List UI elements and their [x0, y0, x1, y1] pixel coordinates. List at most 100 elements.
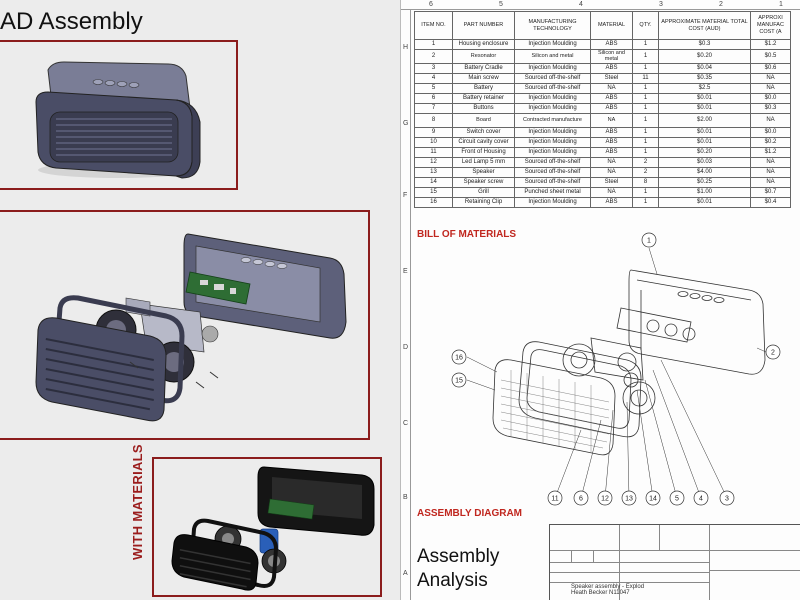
bom-cell: 16 [414, 197, 453, 208]
title-block-cell [572, 551, 594, 563]
bom-cell: Contracted manufacture [514, 113, 591, 128]
bom-cell: 8 [632, 177, 659, 188]
title-block-footer: Speaker assembly - Explod Heath Becker N… [571, 584, 644, 596]
row-marker: H [403, 44, 409, 51]
bom-section-label: BILL OF MATERIALS [417, 229, 517, 240]
bill-of-materials-table: ITEM NO. PART NUMBER MANUFACTURING TECHN… [414, 11, 791, 208]
column-marker: 1 [779, 1, 783, 8]
bom-cell: 1 [632, 113, 659, 128]
bom-cell: $0.0 [750, 93, 791, 104]
bom-cell: 11 [632, 73, 659, 84]
bom-cell: 9 [414, 127, 453, 138]
bom-cell: Injection Moulding [514, 103, 591, 114]
bom-cell: ABS [590, 39, 633, 50]
column-marker: 2 [719, 1, 723, 8]
column-marker: 3 [659, 1, 663, 8]
title-block-cell [620, 583, 710, 600]
row-marker: D [403, 344, 409, 351]
balloon [669, 490, 685, 506]
column-marker: 5 [499, 1, 503, 8]
balloon [451, 372, 467, 388]
balloon [719, 490, 735, 506]
bom-cell: Silicon and metal [514, 49, 591, 64]
bom-cell: 8 [414, 113, 453, 128]
bom-cell: Injection Moulding [514, 147, 591, 158]
bom-cell: NA [750, 167, 791, 178]
title-block-cell [620, 563, 710, 573]
bom-cell: $0.01 [658, 137, 751, 148]
bom-cell: 11 [414, 147, 453, 158]
bom-cell: Led Lamp 5 mm [452, 157, 515, 168]
bom-cell: $0.25 [658, 177, 751, 188]
poster-title: AD Assembly [0, 8, 143, 35]
title-block-cell [550, 583, 620, 600]
bom-cell: NA [750, 113, 791, 128]
bom-cell: 1 [632, 197, 659, 208]
bom-cell: $0.4 [750, 197, 791, 208]
bom-cell: NA [590, 187, 633, 198]
drawing-author: Heath Becker N11047 [571, 590, 630, 596]
title-block-cell [660, 525, 710, 551]
bom-cell: $0.0 [750, 127, 791, 138]
bom-cell: $0.03 [658, 157, 751, 168]
bom-cell: NA [590, 167, 633, 178]
bom-cell: Retaining Clip [452, 197, 515, 208]
bom-cell: Injection Moulding [514, 39, 591, 50]
bom-cell: Battery retainer [452, 93, 515, 104]
bom-cell: $2.5 [658, 83, 751, 94]
render-frame-exploded [0, 210, 370, 440]
bom-cell: Silicon and metal [590, 49, 633, 64]
balloon-label: 11 [551, 496, 558, 503]
balloon-label: 4 [699, 496, 703, 503]
title-block-cell [710, 571, 800, 600]
balloon [765, 344, 781, 360]
drawing-sheet: 6 5 4 3 2 1 H G F E D C B A ITEM NO. PAR… [400, 0, 800, 600]
bom-cell: Sourced off-the-shelf [514, 177, 591, 188]
bom-cell: 1 [632, 103, 659, 114]
balloon-label: 5 [675, 496, 679, 503]
balloon [621, 490, 637, 506]
balloon-label: 2 [771, 350, 775, 357]
with-materials-label: WITH MATERIALS [130, 444, 145, 560]
bom-cell: 1 [632, 93, 659, 104]
drawing-title-block [549, 524, 800, 600]
bom-cell: 4 [414, 73, 453, 84]
balloon-label: 14 [649, 496, 657, 503]
bom-cell: 1 [632, 137, 659, 148]
bom-cell: $0.01 [658, 197, 751, 208]
balloon-label: 13 [625, 496, 633, 503]
drawing-name: Speaker assembly - Explod [571, 584, 645, 590]
bom-cell: $0.6 [750, 63, 791, 74]
bom-cell: Board [452, 113, 515, 128]
bom-cell: 15 [414, 187, 453, 198]
assembly-analysis-title: Assembly Analysis [417, 545, 499, 593]
bom-cell: Steel [590, 177, 633, 188]
balloon-label: 1 [647, 238, 651, 245]
analysis-title-line: Analysis [417, 570, 488, 591]
bom-cell: NA [590, 113, 633, 128]
balloon [597, 490, 613, 506]
balloon [547, 490, 563, 506]
bom-cell: ABS [590, 103, 633, 114]
bom-cell: $0.01 [658, 103, 751, 114]
balloon [573, 490, 589, 506]
bom-cell: NA [750, 73, 791, 84]
bom-cell: Injection Moulding [514, 93, 591, 104]
render-frame-materials [152, 457, 382, 597]
bom-cell: NA [590, 83, 633, 94]
bom-cell: $0.01 [658, 127, 751, 138]
assembly-diagram-drawing: 1 2 16 15 11 6 12 13 14 5 4 3 [451, 232, 781, 506]
balloon-label: 6 [579, 496, 583, 503]
bom-cell: 12 [414, 157, 453, 168]
speaker-materials-render [171, 466, 375, 591]
